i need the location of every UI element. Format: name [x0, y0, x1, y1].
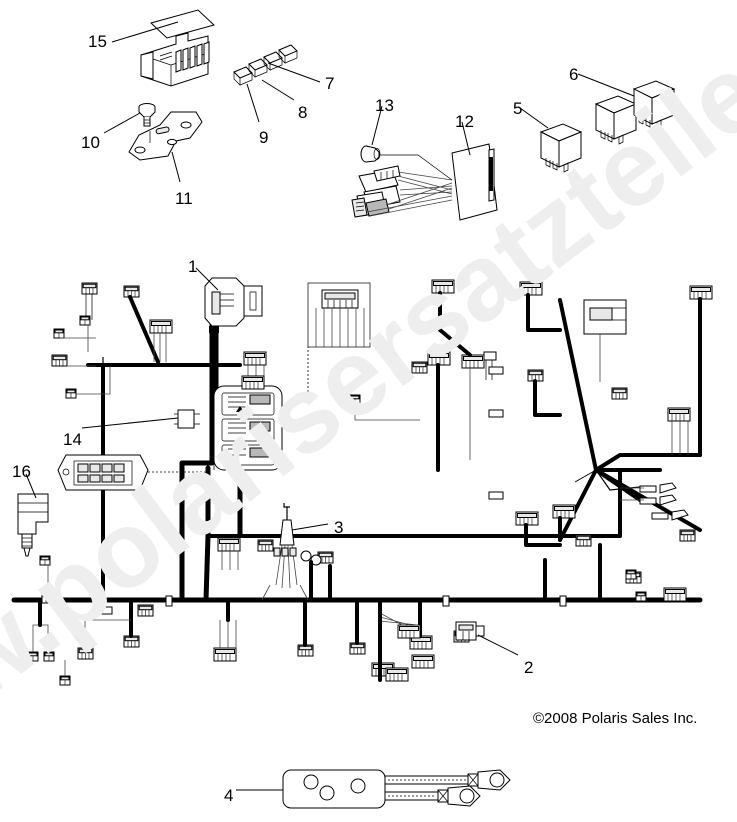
fuse-blades-art	[233, 44, 298, 86]
battery-cable-assembly-art	[282, 769, 511, 809]
oval-module-art	[57, 454, 208, 491]
callout-8[interactable]: 8	[298, 103, 308, 122]
callout-13[interactable]: 13	[375, 96, 394, 115]
relay-6a-art	[594, 95, 638, 145]
callout-16[interactable]: 16	[12, 462, 31, 481]
leader-line-5	[519, 107, 549, 129]
leader-line-2	[477, 634, 519, 656]
leader-line-15	[111, 21, 179, 43]
mounting-screw-art	[138, 103, 156, 127]
wire-bundle-art	[261, 503, 309, 601]
fuse-relay-panel-art	[213, 385, 283, 471]
leader-line-13	[371, 105, 383, 146]
leader-line-8	[261, 79, 295, 101]
callout-12[interactable]: 12	[455, 112, 474, 131]
fuse-box-cover-art	[150, 9, 215, 39]
mid-connectors	[241, 281, 713, 547]
callout-11[interactable]: 11	[175, 189, 193, 208]
mounting-bracket-art	[128, 111, 203, 161]
rubber-grommet-art	[360, 145, 381, 163]
fuse-box-body-art	[140, 32, 210, 87]
leader-line-1	[195, 267, 219, 291]
left-connector-cluster	[51, 282, 173, 399]
callout-3[interactable]: 3	[334, 518, 344, 537]
leader-line-10	[103, 112, 141, 134]
sensor-switch-art	[17, 493, 49, 557]
upper-right-detail	[431, 279, 497, 380]
callout-15[interactable]: 15	[88, 32, 107, 51]
copyright-notice: ©2008 Polaris Sales Inc.	[533, 710, 698, 727]
callout-10[interactable]: 10	[81, 133, 100, 152]
callout-4[interactable]: 4	[224, 786, 234, 805]
grid-connector-upper	[307, 282, 371, 400]
bottom-right-connectors	[378, 598, 435, 682]
inline-splice-art	[174, 409, 200, 429]
main-connector-art	[204, 277, 263, 333]
callout-14[interactable]: 14	[63, 430, 82, 449]
callout-1[interactable]: 1	[188, 257, 198, 276]
callout-6[interactable]: 6	[569, 65, 579, 84]
callout-7[interactable]: 7	[325, 74, 335, 93]
ecu-connector-art	[351, 143, 498, 221]
leader-line-7	[267, 62, 321, 83]
leader-line-11	[171, 151, 181, 183]
leader-line-9	[246, 83, 260, 123]
relay-5-art	[539, 123, 583, 173]
lower-mid-connectors	[27, 511, 687, 686]
connector-two-pin-art	[455, 621, 485, 641]
leader-line-12	[461, 121, 471, 156]
relay-6b-art	[632, 80, 676, 130]
callout-leader-lines	[25, 21, 635, 791]
right-spade-terminals	[620, 482, 696, 580]
leader-line-14	[81, 417, 179, 429]
callout-2[interactable]: 2	[524, 658, 534, 677]
trunk-tape-markers	[165, 366, 567, 607]
leader-line-6	[577, 73, 635, 97]
leader-line-3	[291, 523, 329, 531]
leader-line-16	[25, 473, 37, 499]
bottom-left-connectors	[39, 555, 154, 617]
callout-9[interactable]: 9	[259, 128, 269, 147]
callout-5[interactable]: 5	[513, 99, 523, 118]
